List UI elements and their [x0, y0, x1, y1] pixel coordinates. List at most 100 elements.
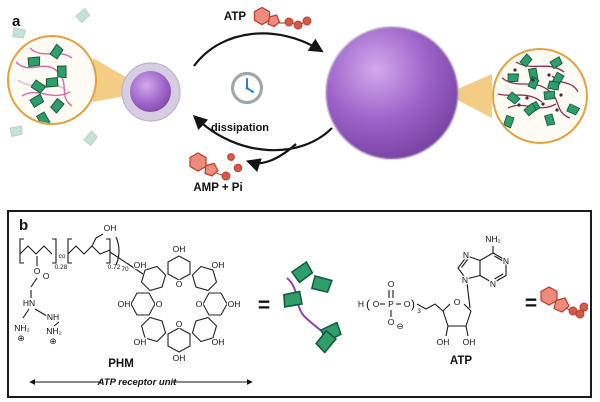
atom-label: NH₂ — [46, 326, 62, 336]
polymer-strand — [497, 93, 543, 103]
phm-name-label: PHM — [108, 358, 134, 370]
cation-symbol: ⊕ — [49, 336, 56, 346]
atom-label: 70 — [121, 266, 129, 273]
large-sphere — [324, 25, 460, 161]
sugar-unit — [202, 292, 228, 316]
atom-label: O — [454, 297, 461, 307]
bracket — [67, 238, 72, 264]
atom-label: OH — [104, 223, 117, 233]
panel-a-label: a — [12, 13, 21, 30]
bond — [465, 310, 472, 327]
side-chain — [91, 233, 104, 247]
network-dot — [559, 93, 563, 97]
atp-structure: H ( O P O ) 3 O O ⊖ — [357, 233, 511, 367]
network-dot — [555, 108, 559, 112]
atom-label: O — [176, 319, 183, 329]
atom-label: O — [404, 299, 411, 309]
polymer-network-left — [15, 42, 73, 123]
atom-label: O — [34, 266, 41, 276]
atom-label: N — [490, 279, 496, 289]
phosphate-bead — [284, 17, 294, 27]
atom-label: NH₂ — [14, 323, 30, 333]
phosphate-bead — [302, 16, 312, 26]
atom-label: N — [503, 256, 509, 266]
polymer-strand — [21, 91, 71, 97]
double-bond — [494, 273, 504, 280]
atom-label: O — [373, 299, 380, 309]
network-dot — [531, 78, 535, 82]
atom-label: 3 — [417, 308, 421, 315]
dissipation-label: dissipation — [211, 122, 269, 134]
pi-bead — [233, 163, 243, 173]
glycosidic-bond — [466, 282, 471, 309]
adenine-pentagon — [267, 14, 281, 28]
side-chain — [30, 277, 38, 288]
atom-label: N — [462, 275, 468, 285]
side-chain — [53, 321, 60, 327]
zoom-cone-right — [446, 74, 492, 118]
atom-label: OH — [463, 337, 476, 347]
atom-label: OH — [212, 260, 225, 270]
phosphate-bead — [579, 302, 588, 312]
adenine-pentagon — [553, 297, 570, 313]
bond — [465, 325, 469, 337]
atom-label: HN — [23, 298, 35, 308]
small-sphere — [121, 62, 181, 122]
small-sphere-core — [130, 71, 171, 112]
adenine-hexagon — [540, 286, 558, 306]
polymer-network-right — [497, 52, 582, 130]
adenine-hexagon — [189, 152, 207, 172]
atom-label: O — [176, 279, 183, 289]
phosphate-bead — [575, 309, 585, 319]
atom-label: O — [43, 271, 50, 281]
bond — [463, 303, 472, 312]
network-dot — [547, 73, 551, 77]
atom-label: NH — [47, 312, 59, 322]
atom-label: OH — [212, 337, 225, 347]
clock-icon — [230, 71, 264, 105]
large-sphere-body — [326, 27, 458, 159]
equals-sign: = — [525, 292, 537, 315]
atp-name-label: ATP — [450, 355, 472, 367]
atp-fuel-label: ATP — [224, 11, 246, 23]
equals-sign: = — [258, 294, 270, 317]
clock-center — [245, 86, 249, 90]
atom-label: H — [358, 299, 364, 309]
phosphate-bond — [215, 172, 223, 176]
cone-icon-faint — [74, 7, 92, 25]
atom-label: O — [156, 299, 163, 309]
side-chain — [34, 308, 48, 317]
backbone — [67, 245, 111, 255]
bond — [442, 303, 451, 312]
atom-label: 0.28 — [55, 264, 68, 271]
cone-icon — [281, 288, 305, 311]
disassembly-arrow — [192, 115, 333, 152]
bracket — [52, 238, 57, 264]
amp-molecule-icon — [189, 152, 243, 181]
atom-label: O — [388, 317, 395, 327]
atom-label: OH — [134, 337, 147, 347]
atom-label: NH₂ — [485, 234, 501, 244]
atom-label: N — [463, 250, 469, 260]
double-bond — [494, 255, 504, 262]
pi-bead — [227, 153, 235, 161]
polymer-strand — [515, 61, 565, 73]
phm-structure: 0.28 co 0.72 70 OH O O HN NH — [13, 222, 253, 388]
cation-symbol: ⊕ — [17, 333, 24, 343]
paren: ) — [411, 297, 415, 311]
assembly-arrow — [193, 32, 324, 67]
atom-label: OH — [118, 299, 131, 309]
atom-label: OH — [173, 244, 186, 254]
receptor-unit-label: ATP receptor unit — [97, 377, 177, 388]
polymer-strand — [501, 77, 571, 119]
paren-curve — [115, 236, 120, 266]
anion-symbol: ⊖ — [396, 321, 403, 331]
cone-icon — [307, 270, 336, 298]
bond — [416, 303, 444, 312]
atom-label: 0.72 — [108, 264, 121, 271]
atom-label: P — [388, 299, 394, 309]
network-dot — [513, 68, 517, 72]
right-inset-circle — [492, 48, 588, 144]
network-dot — [525, 96, 529, 100]
